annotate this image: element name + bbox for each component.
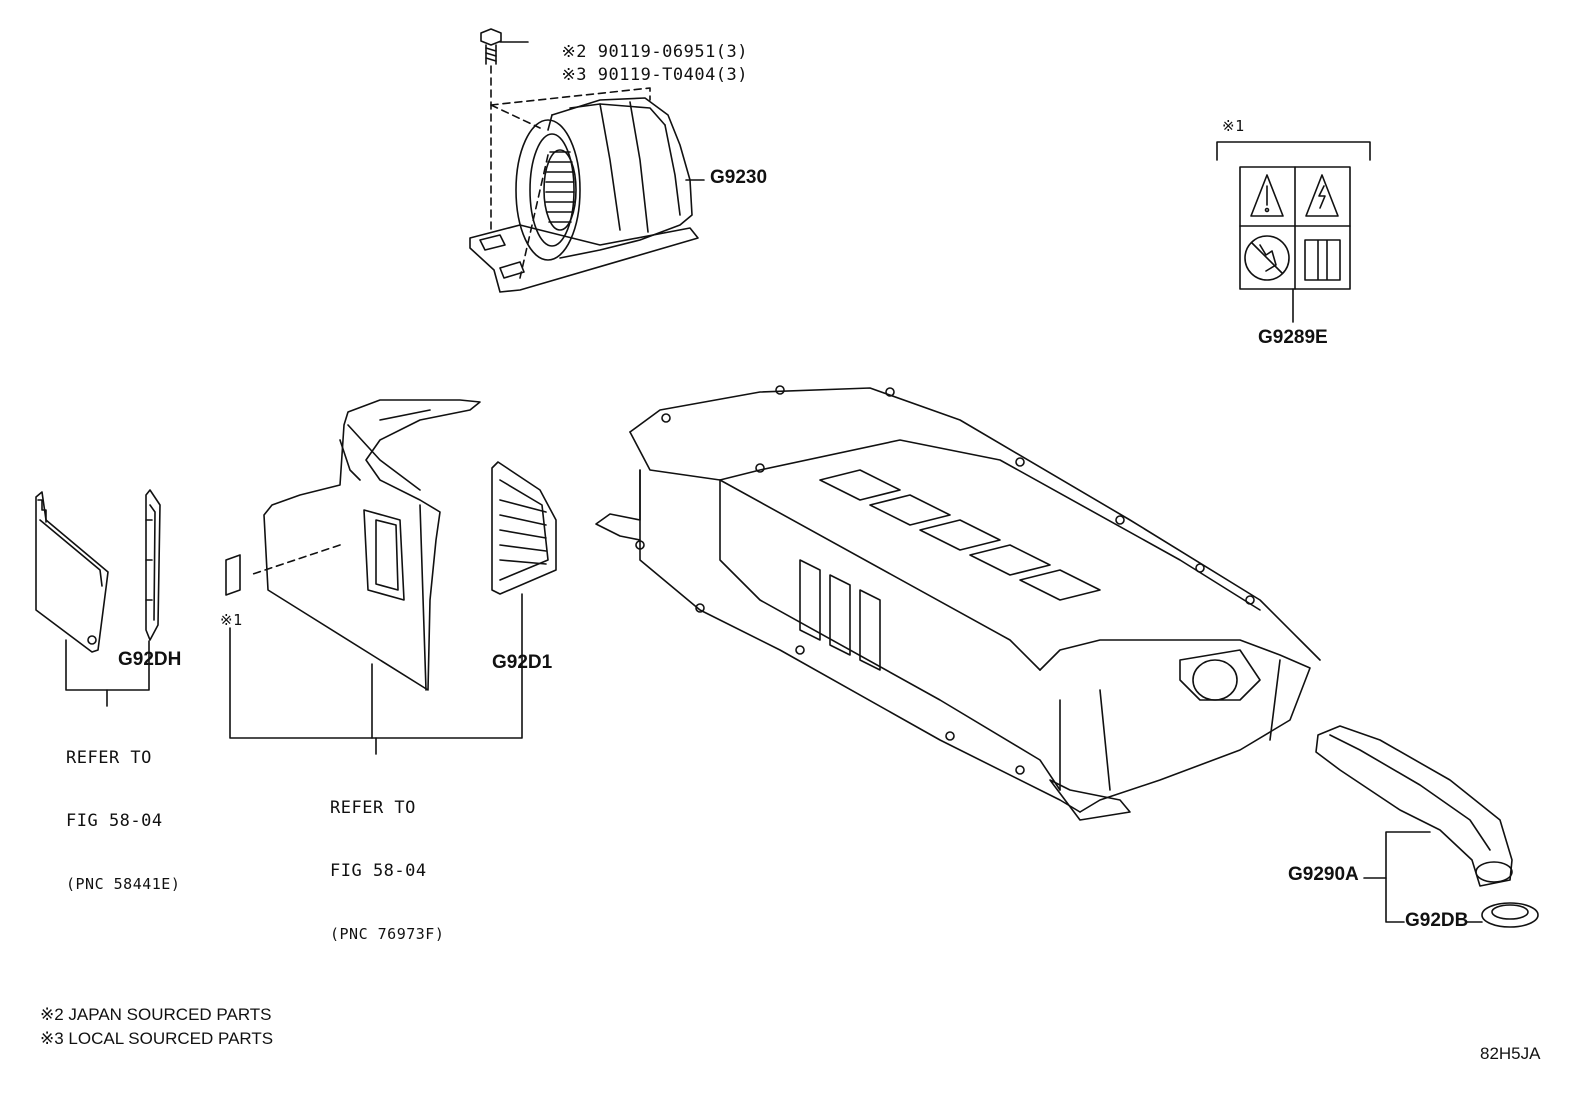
- refer-mid-block: REFER TO FIG 58-04 (PNC 76973F): [330, 756, 444, 966]
- fastener-1-part-number[interactable]: 90119-06951(3): [597, 42, 749, 62]
- label-blower-g9230[interactable]: G9230: [710, 167, 768, 188]
- fastener-2-part-number[interactable]: 90119-T0404(3): [597, 65, 749, 85]
- footnote-japan-sourced: ※2 JAPAN SOURCED PARTS: [40, 1005, 272, 1024]
- label-grommet-g92db[interactable]: G92DB: [1405, 910, 1469, 931]
- label-small-mark: ※1: [220, 611, 243, 629]
- refer-mid-line2[interactable]: FIG 58-04: [330, 861, 427, 881]
- blower-fan-drawing: [470, 66, 704, 292]
- refer-left-block: REFER TO FIG 58-04 (PNC 58441E): [66, 706, 180, 916]
- refer-left-line2[interactable]: FIG 58-04: [66, 811, 163, 831]
- label-duct-g92d1[interactable]: G92D1: [492, 652, 553, 673]
- label-warning-g9289e[interactable]: G9289E: [1258, 327, 1328, 348]
- refer-left-line1: REFER TO: [66, 748, 152, 768]
- refer-mid-line1: REFER TO: [330, 798, 416, 818]
- fastener-1-mark: ※2: [561, 42, 587, 62]
- fastener-line-2: ※3 90119-T0404(3): [540, 45, 748, 85]
- figure-code: 82H5JA: [1480, 1044, 1541, 1063]
- center-duct-drawing: [226, 400, 556, 754]
- refer-mid-line3: (PNC 76973F): [330, 925, 445, 943]
- left-cover-drawing: [36, 490, 160, 706]
- label-warning-mark: ※1: [1222, 117, 1245, 135]
- footnote-local-sourced: ※3 LOCAL SOURCED PARTS: [40, 1029, 274, 1048]
- fastener-2-mark: ※3: [561, 65, 587, 85]
- label-hose-g9290a[interactable]: G9290A: [1288, 864, 1359, 885]
- warning-label-drawing: [1217, 142, 1370, 322]
- fastener-line-1: ※2 90119-06951(3): [540, 22, 748, 62]
- air-hose-drawing: [1316, 726, 1538, 927]
- label-duct-g92dh[interactable]: G92DH: [118, 649, 182, 670]
- battery-pack-drawing: [596, 386, 1320, 820]
- refer-left-line3: (PNC 58441E): [66, 875, 181, 893]
- bolt-drawing: [481, 29, 528, 64]
